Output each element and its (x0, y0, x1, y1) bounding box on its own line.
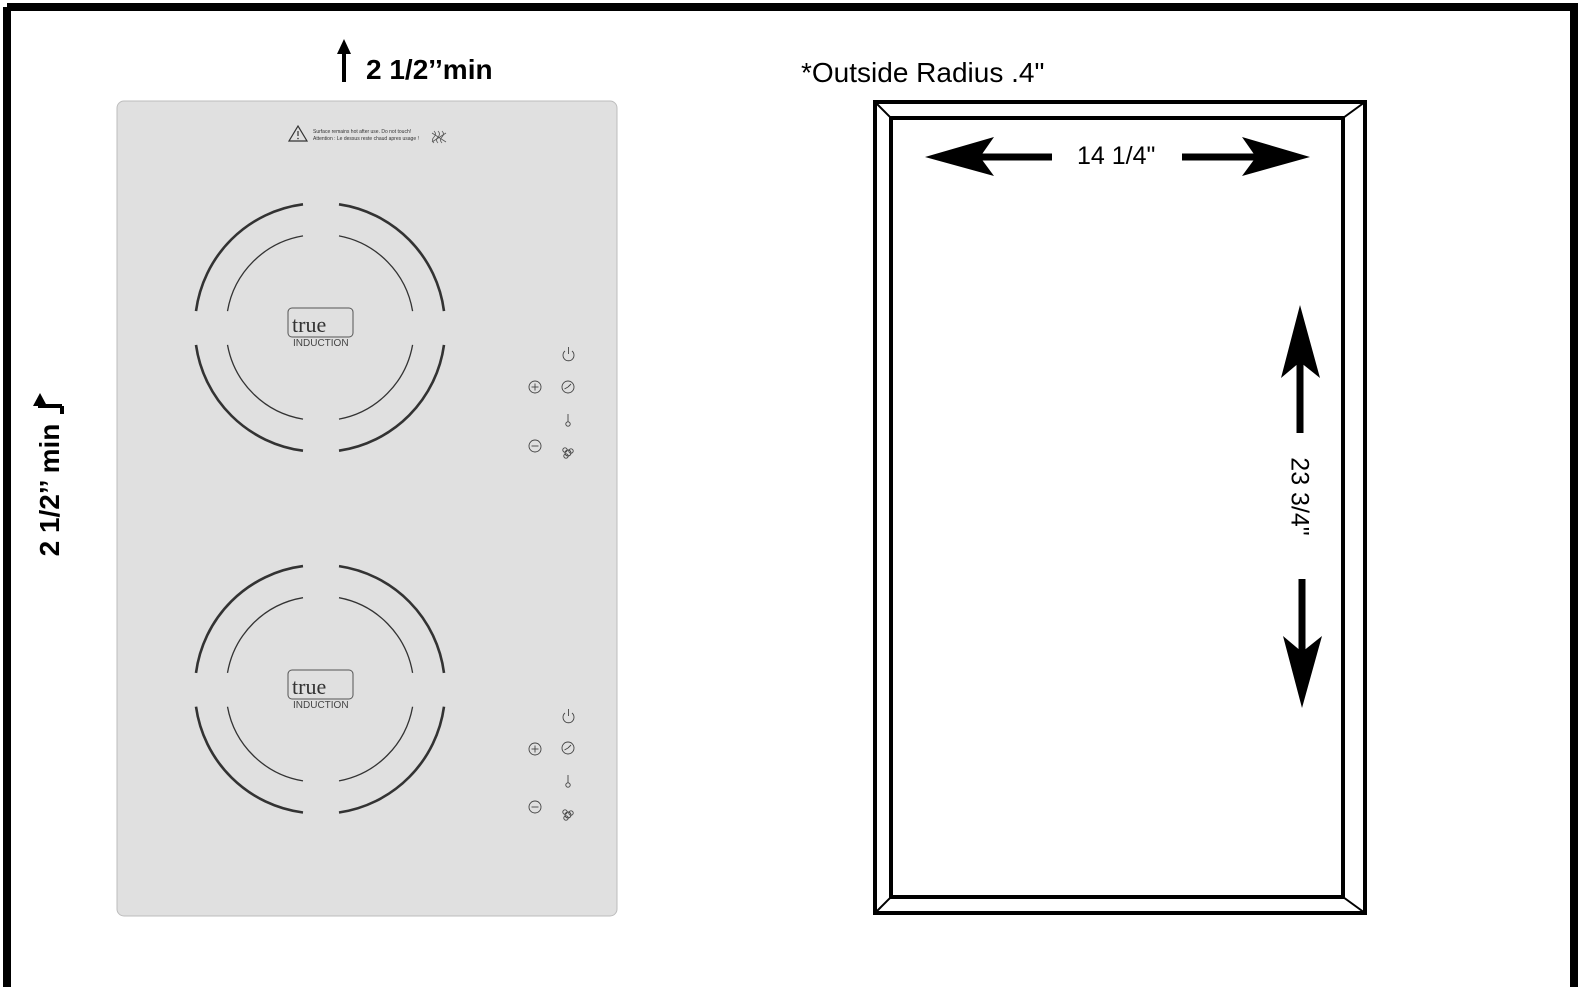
control-panel-2 (528, 709, 575, 821)
burner-2 (194, 564, 446, 814)
cutout-outer (873, 100, 1367, 915)
fan-icon (562, 809, 574, 821)
top-clearance-label: 2 1/2’’min (366, 54, 493, 85)
power-icon (562, 347, 575, 362)
burner-1-brand: true (292, 312, 327, 337)
height-dimension-arrow (1281, 305, 1322, 708)
cooktop-glass (116, 100, 618, 917)
width-dimension-label: 14 1/4" (1077, 142, 1156, 170)
hot-surface-icon (431, 130, 447, 144)
burner-2-subbrand: INDUCTION (293, 700, 349, 711)
thermometer-icon (565, 775, 571, 788)
burner-1-subbrand: INDUCTION (293, 338, 349, 349)
burner-1 (194, 203, 446, 452)
cutout-inner (889, 116, 1345, 899)
burner-2-inner-ring (226, 597, 414, 782)
timer-icon (561, 741, 575, 755)
left-clearance-label: 2 1/2’’ min (34, 423, 65, 557)
control-panel-1 (528, 347, 575, 459)
minus-icon (528, 439, 542, 453)
cutout-frame (873, 100, 1367, 915)
warning-triangle-icon (287, 124, 309, 142)
power-icon (562, 709, 575, 724)
left-clearance-arrow (33, 393, 64, 414)
timer-icon (561, 380, 575, 394)
width-dimension-arrow (925, 137, 1310, 176)
fan-icon (562, 447, 574, 459)
burner-2-logo-box (287, 669, 354, 700)
burner-1-inner-ring (226, 235, 414, 420)
plus-icon (528, 742, 542, 756)
burner-1-logo-box (287, 307, 354, 338)
warning-text-line-2: Attention : Le dessus reste chaud apres … (313, 136, 419, 142)
warning-text-line-1: Surface remains hot after use. Do not to… (313, 129, 412, 135)
top-clearance-arrow (337, 39, 351, 82)
burner-2-outer-ring (194, 564, 446, 814)
radius-note: *Outside Radius .4" (801, 57, 1045, 88)
plus-icon (528, 380, 542, 394)
height-dimension-label: 23 3/4" (1285, 457, 1314, 536)
burner-1-outer-ring (194, 203, 446, 452)
thermometer-icon (565, 414, 571, 427)
burner-2-brand: true (292, 674, 327, 699)
minus-icon (528, 800, 542, 814)
